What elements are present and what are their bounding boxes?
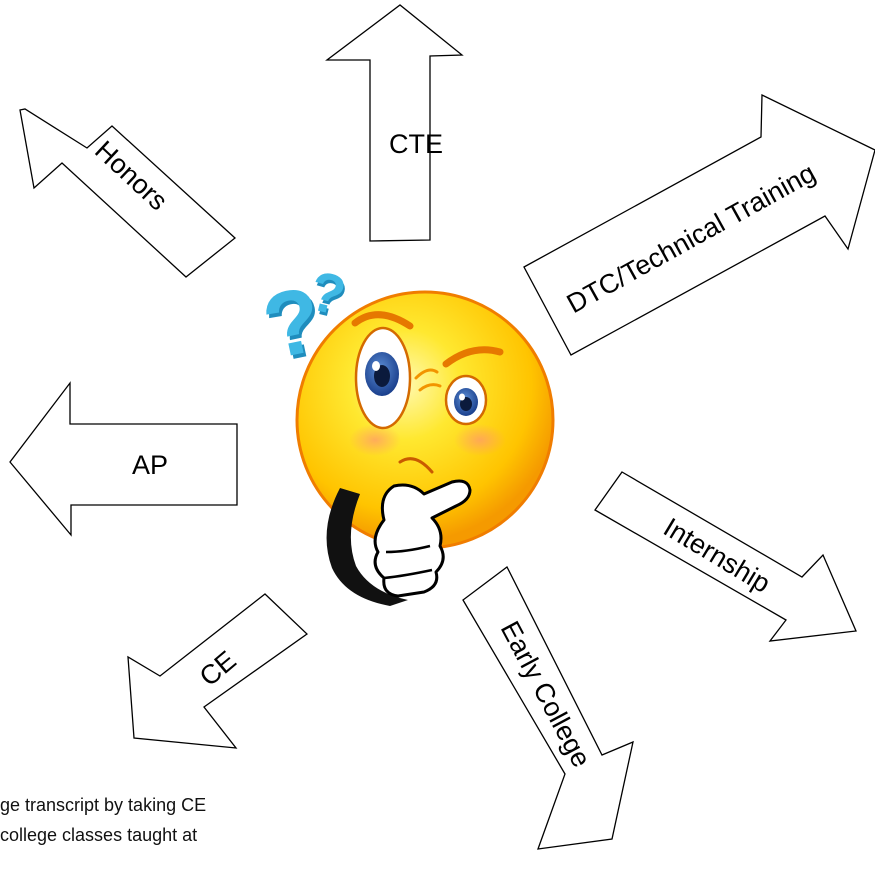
caption-line-1: ge transcript by taking CE: [0, 795, 207, 815]
caption-text: ge transcript by taking CE college class…: [0, 790, 500, 850]
arrow-internship: Internship: [594, 471, 857, 642]
arrow-honors: Honors: [19, 108, 237, 278]
arrow-label-cte: CTE: [389, 129, 443, 159]
arrow-ap: AP: [9, 381, 238, 537]
arrow-dtc: DTC/Technical Training: [523, 93, 875, 356]
arrow-ce: CE: [127, 593, 309, 749]
thinking-face-icon: [295, 290, 555, 606]
caption-line-2: college classes taught at: [0, 825, 198, 845]
arrow-label-early-college: Early College: [495, 616, 597, 772]
svg-text:?: ?: [303, 258, 351, 327]
arrow-cte: CTE: [325, 4, 464, 242]
arrow-label-ap: AP: [132, 450, 168, 480]
